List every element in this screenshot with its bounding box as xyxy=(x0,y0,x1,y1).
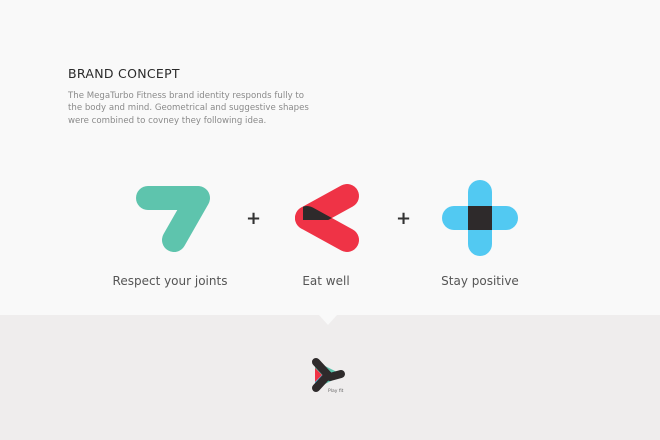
section-description: The MegaTurbo Fitness brand identity res… xyxy=(68,91,309,126)
plus-operator: + xyxy=(396,208,412,229)
plus-operator: + xyxy=(246,208,262,229)
play-fit-logo-icon xyxy=(312,358,345,392)
brand-concept-section xyxy=(0,0,660,315)
logo-caption: Play fit xyxy=(328,389,344,394)
concept-label-eat: Eat well xyxy=(302,274,350,288)
chevron-left-shape-icon xyxy=(295,184,359,252)
concept-label-joints: Respect your joints xyxy=(112,274,228,288)
plus-shape-icon xyxy=(442,180,518,256)
section-pointer xyxy=(319,315,337,325)
seven-shape-icon xyxy=(136,186,210,252)
section-title: BRAND CONCEPT xyxy=(68,66,180,81)
concept-label-positive: Stay positive xyxy=(441,274,519,288)
